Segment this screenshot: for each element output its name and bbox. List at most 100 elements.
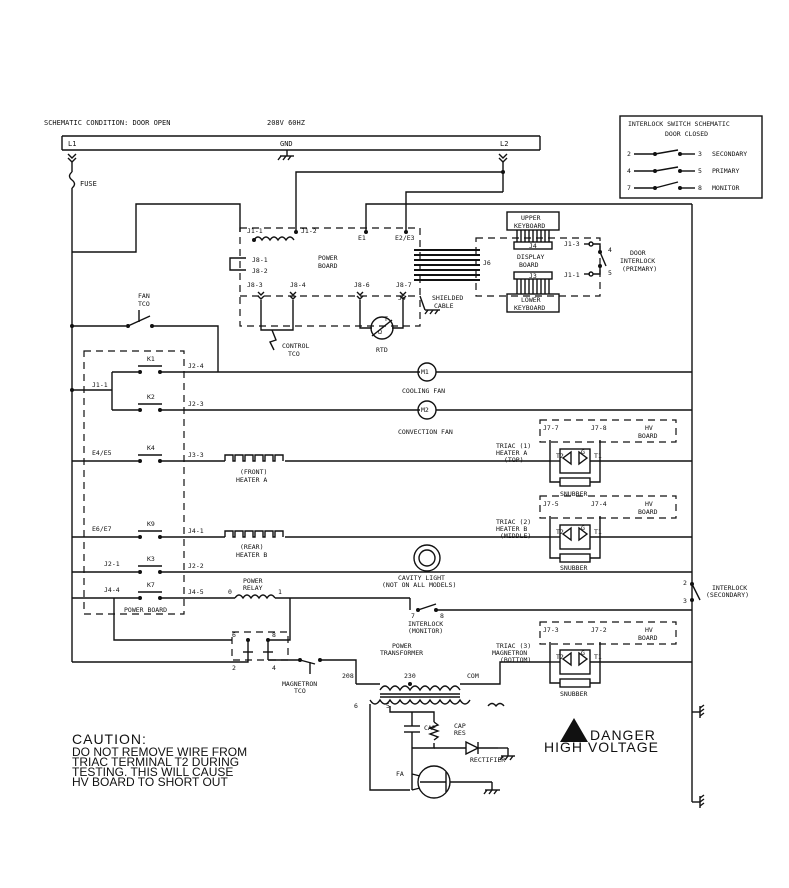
control-tco-wiring [257,291,297,351]
svg-text:T2: T2 [556,452,564,460]
svg-text:TCO: TCO [294,687,306,695]
svg-text:TRIAC (2): TRIAC (2) [496,518,531,526]
hv-board-1 [539,419,692,487]
svg-text:PRIMARY: PRIMARY [712,167,739,175]
svg-text:MAGNETRON: MAGNETRON [282,680,317,688]
svg-text:POWER BOARD: POWER BOARD [124,606,167,614]
svg-text:BOARD: BOARD [638,634,658,642]
door-interlock-label: DOOR [630,249,646,257]
svg-text:J7-4: J7-4 [591,500,607,508]
svg-text:T1: T1 [594,653,602,661]
svg-text:E2/E3: E2/E3 [395,234,415,242]
svg-text:TCO: TCO [138,300,150,308]
svg-text:J1-1: J1-1 [92,381,108,389]
svg-text:INTERLOCK: INTERLOCK [620,257,655,265]
svg-text:M2: M2 [421,406,429,414]
svg-text:FAN: FAN [138,292,150,300]
svg-text:HV: HV [645,500,653,508]
caution-line-2: TRIAC TERMINAL T2 DURING [72,755,239,769]
magnetron-tube-icon [411,765,492,799]
svg-text:J1-2: J1-2 [301,227,317,235]
svg-text:230: 230 [404,672,416,680]
svg-text:T1: T1 [594,452,602,460]
cavity-light-bulb [413,544,441,572]
svg-text:(NOT ON ALL MODELS): (NOT ON ALL MODELS) [382,581,456,589]
svg-text:J7-8: J7-8 [591,424,607,432]
svg-text:K3: K3 [147,555,155,563]
svg-text:2: 2 [627,150,631,158]
power-board-outline [239,227,421,327]
heater-b-element [224,530,284,538]
interlock-box-title: INTERLOCK SWITCH SCHEMATIC [628,120,730,128]
svg-text:J7-7: J7-7 [543,424,559,432]
svg-text:2: 2 [232,664,236,672]
fan-tco [70,310,219,372]
svg-text:J2-3: J2-3 [188,400,204,408]
magnetron-ground-icon [483,782,500,795]
hv-board-3 [539,621,692,688]
svg-text:SNUBBER: SNUBBER [560,564,587,572]
svg-text:BOARD: BOARD [318,262,338,270]
svg-text:K7: K7 [147,581,155,589]
svg-text:(BOTTOM): (BOTTOM) [500,656,531,664]
svg-text:BOARD: BOARD [638,432,658,440]
svg-text:T1: T1 [594,528,602,536]
svg-text:J1-1: J1-1 [247,227,263,235]
svg-text:6: 6 [232,631,236,639]
svg-text:J2-2: J2-2 [188,562,204,570]
svg-text:Ω: Ω [378,328,382,336]
svg-text:5: 5 [386,702,390,710]
hv-capacitor [404,711,466,790]
svg-text:DISPLAY: DISPLAY [517,253,544,261]
svg-text:8: 8 [440,612,444,620]
svg-text:TRIAC (1): TRIAC (1) [496,442,531,450]
gnd-label: GND [280,140,293,148]
schematic-condition-label: SCHEMATIC CONDITION: DOOR OPEN [44,119,170,127]
svg-text:COM: COM [467,672,479,680]
svg-text:M1: M1 [421,368,429,376]
danger-label: DANGER [590,727,656,743]
svg-text:K9: K9 [147,520,155,528]
fuse-icon [68,171,76,189]
rectifier-diode-icon [465,740,508,756]
svg-text:J4-1: J4-1 [188,527,204,535]
triac-2-icon [559,524,591,550]
svg-text:E1: E1 [358,234,366,242]
svg-text:J2-1: J2-1 [104,560,120,568]
svg-text:7: 7 [411,612,415,620]
svg-text:1: 1 [278,588,282,596]
svg-text:(SECONDARY): (SECONDARY) [706,591,749,599]
relay-k9 [72,530,225,539]
svg-text:HV: HV [645,424,653,432]
svg-text:MAGNETRON: MAGNETRON [492,649,527,657]
svg-text:POWER: POWER [318,254,338,262]
svg-text:HEATER B: HEATER B [496,525,527,533]
svg-text:G: G [581,448,585,456]
j4-label: J4 [529,242,537,250]
svg-text:HEATER A: HEATER A [236,476,267,484]
svg-text:TRIAC (3): TRIAC (3) [496,642,531,650]
caution-line-3: TESTING. THIS WILL CAUSE [72,765,233,779]
interlock-box-switches: 2 3 SECONDARY 4 5 PRIMARY 7 8 MONITOR [627,149,747,192]
svg-text:J3-3: J3-3 [188,451,204,459]
svg-text:J7-2: J7-2 [591,626,607,634]
interlock-monitor-switch [409,598,692,612]
svg-text:MONITOR: MONITOR [712,184,739,192]
power-relay-contacts [231,631,289,661]
svg-text:8: 8 [698,184,702,192]
danger-warning-icon [560,718,588,742]
svg-text:SECONDARY: SECONDARY [712,150,747,158]
power-board-transformer-coil [253,236,295,242]
svg-text:BOARD: BOARD [519,261,539,269]
svg-text:J8-2: J8-2 [252,267,268,275]
ribbon-cable [414,249,480,281]
svg-text:E6/E7: E6/E7 [92,525,112,533]
cavity-light-label: CAVITY LIGHT [398,574,445,582]
svg-text:6: 6 [354,702,358,710]
svg-text:G: G [581,649,585,657]
svg-text:T2: T2 [556,653,564,661]
svg-text:CONTROL: CONTROL [282,342,309,350]
svg-text:HV: HV [645,626,653,634]
svg-text:LOWER: LOWER [521,296,541,304]
